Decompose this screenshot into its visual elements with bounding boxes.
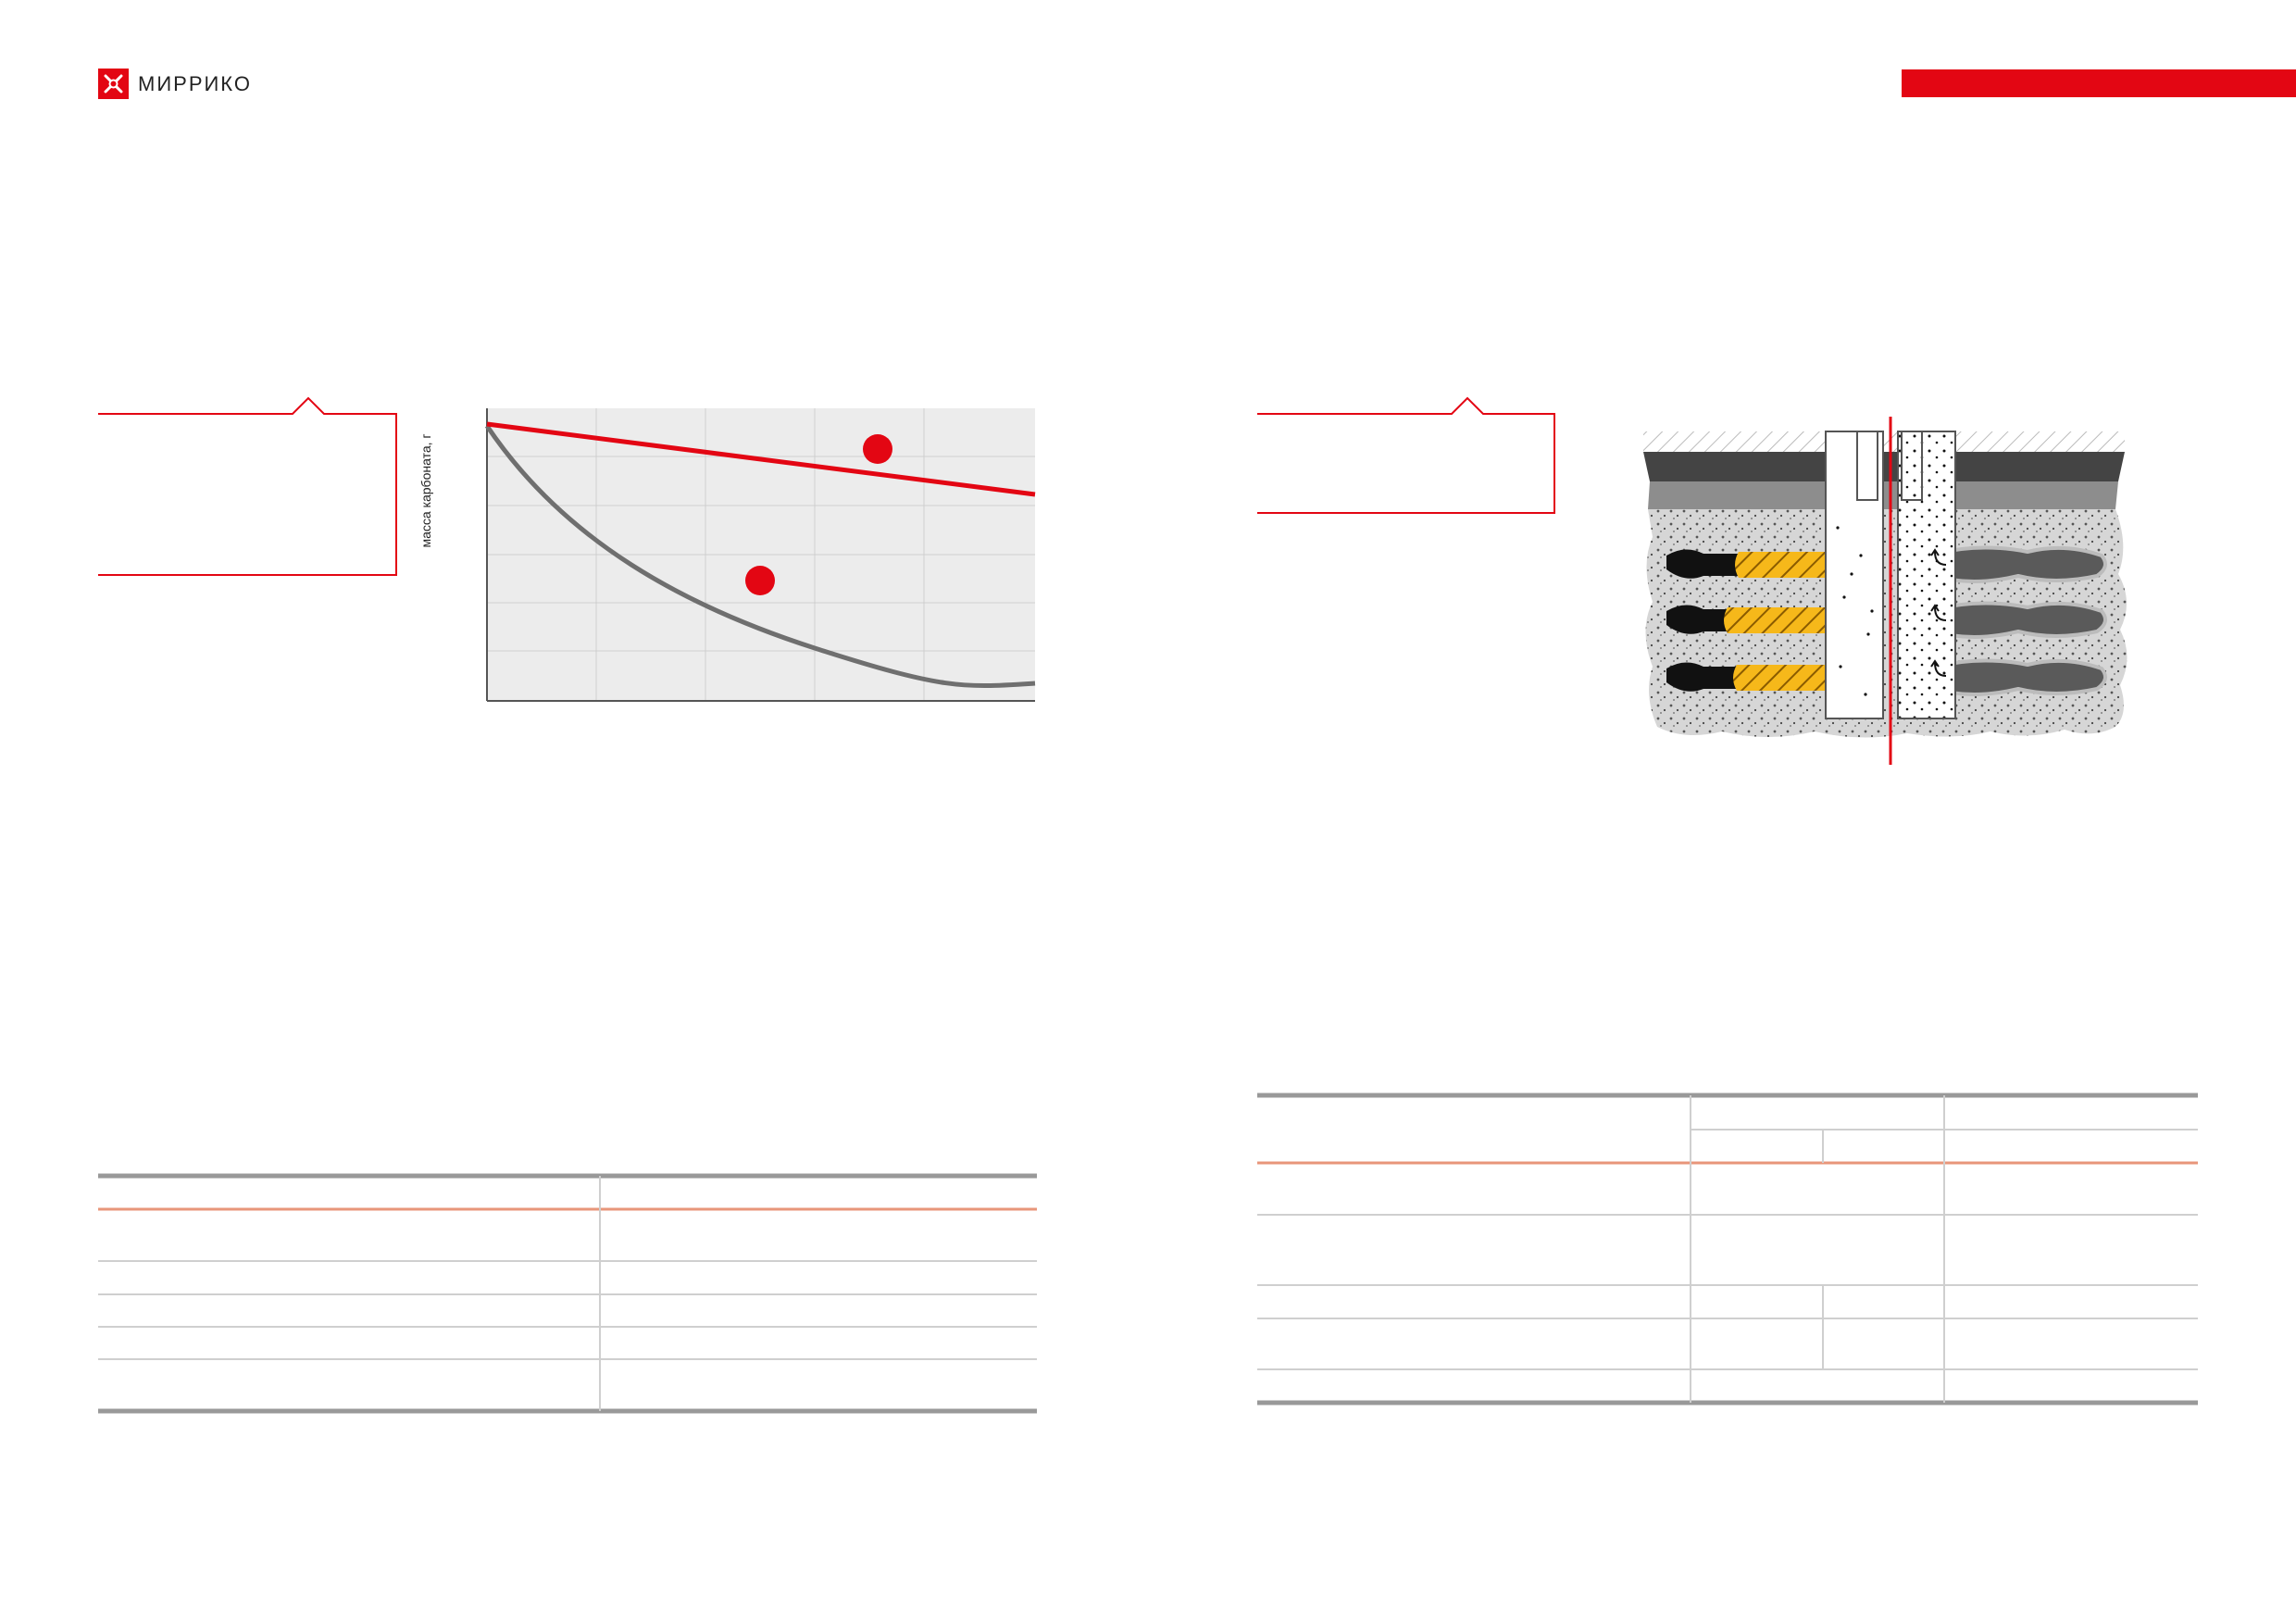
series-red-marker [863,434,892,464]
perforation-tunnel [1666,549,1826,692]
arrow-icon [1930,548,1947,677]
series-gray-curve [484,424,1036,688]
cleaned-cavities [1933,545,2107,696]
tubing-right [1901,431,1923,501]
carbonate-mass-chart [484,408,1036,702]
header-accent-bar [1902,69,2296,97]
mirriko-logo-icon [98,69,129,99]
well-cross-section-diagram [1643,417,2128,765]
series-gray-marker [745,566,775,595]
chart-grid [487,408,1035,701]
brand-logo: МИРРИКО [98,69,252,99]
brand-name: МИРРИКО [138,71,252,95]
tubing-left [1856,431,1878,501]
series-red-line [486,421,1036,497]
